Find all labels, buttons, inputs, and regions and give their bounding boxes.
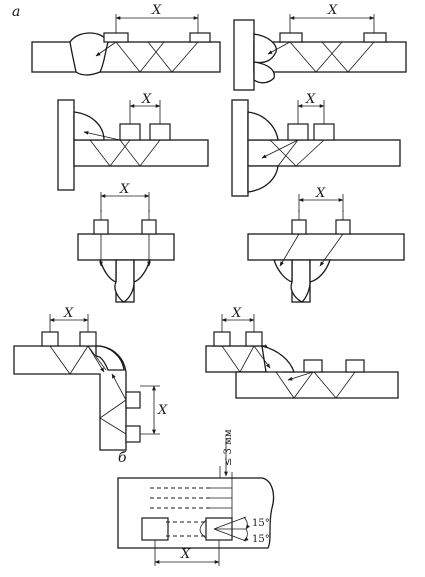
dim-x-2: X (327, 3, 338, 18)
dim-x-1: X (151, 3, 162, 18)
scheme-t-weld-left: X (57, 92, 209, 191)
part-label-b: б (118, 450, 127, 466)
dim-x-6: X (315, 186, 326, 201)
dim-x-8: X (157, 403, 168, 418)
angle-label-2: 15° (252, 534, 270, 545)
gap-label: ≤ 3 мм (223, 429, 234, 466)
scheme-t-joint-inverted-left: X (77, 182, 175, 303)
scheme-corner-weld: X X (13, 306, 168, 451)
scheme-double-t-weld: X (231, 92, 401, 197)
dim-x-9: X (231, 306, 242, 321)
scheme-t-joint-inverted-right: X (247, 186, 405, 303)
angle-label-1: 15° (252, 518, 270, 529)
dim-x-3: X (141, 92, 152, 107)
dim-x-5: X (119, 182, 130, 197)
scheme-b-plan-view: ≤ 3 мм 15° 15° X (117, 429, 275, 566)
dim-x-10: X (180, 547, 191, 562)
scheme-step-weld: X (205, 306, 399, 399)
scheme-t-joint-top: X (233, 3, 407, 91)
part-label-a: а (12, 4, 20, 20)
dim-x-7: X (63, 306, 74, 321)
dim-x-4: X (305, 92, 316, 107)
scheme-butt-weld-plate: X (31, 3, 221, 76)
